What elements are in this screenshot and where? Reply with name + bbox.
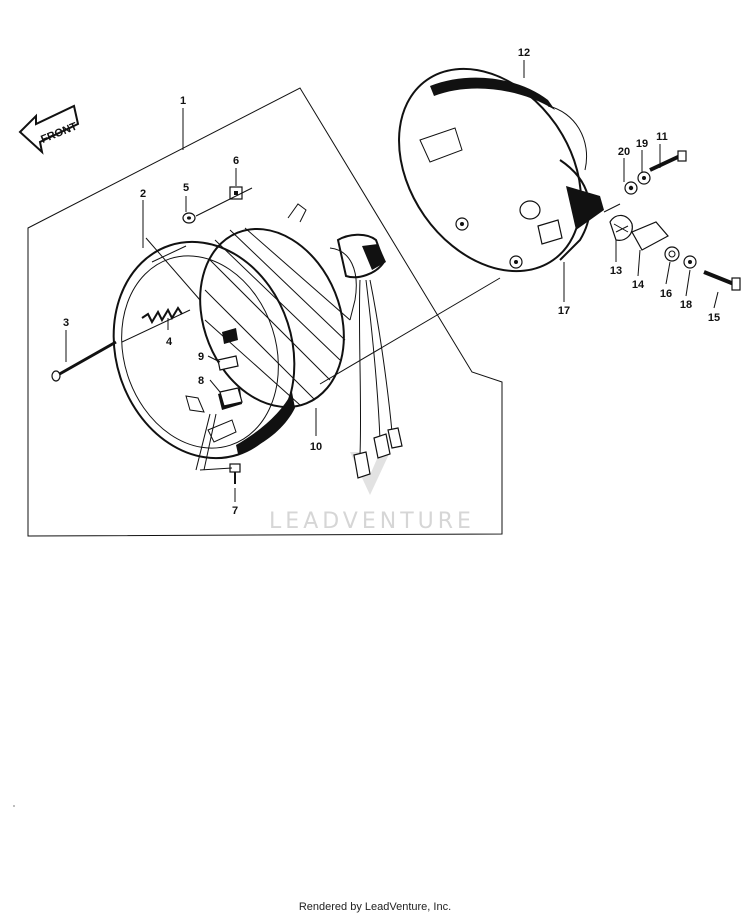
- assembly-boundary: [27, 87, 503, 537]
- callout-16: 16: [660, 288, 672, 300]
- washer-19: [637, 171, 651, 185]
- assembly-lines: [121, 187, 621, 471]
- callout-19: 19: [636, 138, 648, 150]
- screw-7: [229, 463, 241, 484]
- callout-11: 11: [656, 131, 668, 143]
- callout-7: 7: [232, 505, 238, 517]
- callout-17: 17: [558, 305, 570, 317]
- bolt-15: [703, 270, 741, 291]
- callouts: 1 2 3 4 5 6 7 8 9 10 11 12 13 14 15 16 1…: [63, 47, 720, 517]
- callout-15: 15: [708, 312, 720, 324]
- callout-2: 2: [140, 188, 146, 200]
- headlight-housing: [398, 67, 604, 273]
- bolt-11: [649, 150, 687, 172]
- callout-6: 6: [233, 155, 239, 167]
- front-label: FRONT: [39, 120, 79, 145]
- callout-18: 18: [680, 299, 692, 311]
- watermark: LEADVENTURE: [269, 452, 475, 534]
- callout-3: 3: [63, 317, 69, 329]
- callout-8: 8: [198, 375, 204, 387]
- edge-dot: [13, 805, 15, 807]
- reflector-14: [631, 221, 669, 251]
- callout-12: 12: [518, 47, 530, 59]
- callout-13: 13: [610, 265, 622, 277]
- callout-20: 20: [618, 146, 630, 158]
- nut-20: [624, 181, 638, 195]
- callout-4: 4: [166, 336, 173, 348]
- adjusting-spring: [141, 306, 183, 325]
- nut-6: [229, 186, 243, 200]
- callout-5: 5: [183, 182, 189, 194]
- washer-18: [683, 255, 697, 269]
- front-arrow: FRONT: [18, 104, 79, 155]
- leader-lines: [65, 60, 719, 502]
- callout-1: 1: [180, 95, 186, 107]
- sealed-beam-unit: [199, 203, 403, 479]
- footer-credit: Rendered by LeadVenture, Inc.: [298, 901, 452, 913]
- washer-16: [664, 246, 680, 262]
- clip-9: [217, 355, 239, 371]
- callout-9: 9: [198, 351, 204, 363]
- watermark-text: LEADVENTURE: [269, 509, 475, 534]
- callout-10: 10: [310, 441, 322, 453]
- headlight-rim: [112, 240, 296, 460]
- callout-14: 14: [632, 279, 645, 291]
- adjusting-screw: [51, 340, 117, 382]
- washer-5: [182, 212, 196, 224]
- bracket-8: [219, 387, 243, 407]
- bracket-13: [609, 214, 633, 241]
